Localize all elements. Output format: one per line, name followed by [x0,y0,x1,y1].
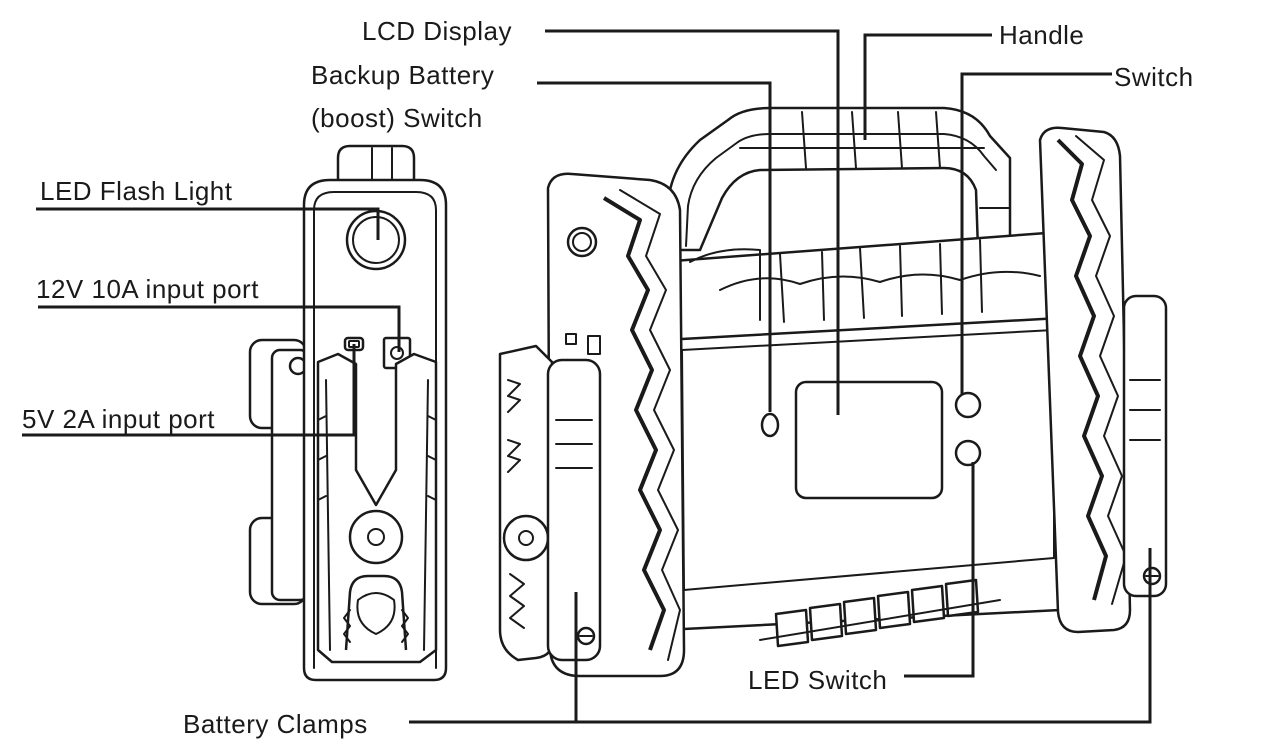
callout-labels: LCD Display Handle Backup Battery (boost… [22,16,1194,739]
carry-handle [664,106,1012,252]
lcd-display-screen [794,380,944,500]
side-clamp-jaws [344,574,408,651]
battery-clamps-leader [409,548,1152,724]
lcd-display-leader [545,29,840,415]
input-5v-leader [22,344,356,437]
power-switch-button [954,391,982,419]
boost-switch-button [760,412,780,438]
switch-leader [960,72,1112,394]
label-switch: Switch [1114,62,1194,92]
label-battery-clamps: Battery Clamps [183,709,368,739]
backup-battery-leader [537,81,772,412]
right-frame [1038,126,1132,634]
label-boost-switch: (boost) Switch [311,103,483,133]
label-5v-input-port: 5V 2A input port [22,404,215,434]
left-clamp-grip [546,358,602,662]
input-12v-leader [38,305,401,352]
label-12v-input-port: 12V 10A input port [36,274,259,304]
left-battery-clamp [498,344,556,662]
side-top-cap [336,144,416,184]
bottom-vents [759,578,1001,648]
handle-leader [863,33,992,140]
led-switch-leader [904,462,975,678]
led-flash-light-lens [345,209,407,271]
left-frame-ribs [602,196,666,651]
label-led-switch: LED Switch [748,665,887,695]
main-view-device [498,106,1168,678]
led-switch-button [954,439,982,467]
label-lcd-display: LCD Display [362,16,512,46]
label-backup-battery: Backup Battery [311,60,494,90]
led-flash-light-leader [36,207,380,240]
right-battery-clamp [1122,294,1168,598]
right-frame-ribs [1056,138,1108,601]
label-led-flash-light: LED Flash Light [40,176,233,206]
side-clamp [316,352,438,664]
side-view-device [248,144,448,682]
label-handle: Handle [999,20,1084,50]
leader-lines [22,29,1152,724]
